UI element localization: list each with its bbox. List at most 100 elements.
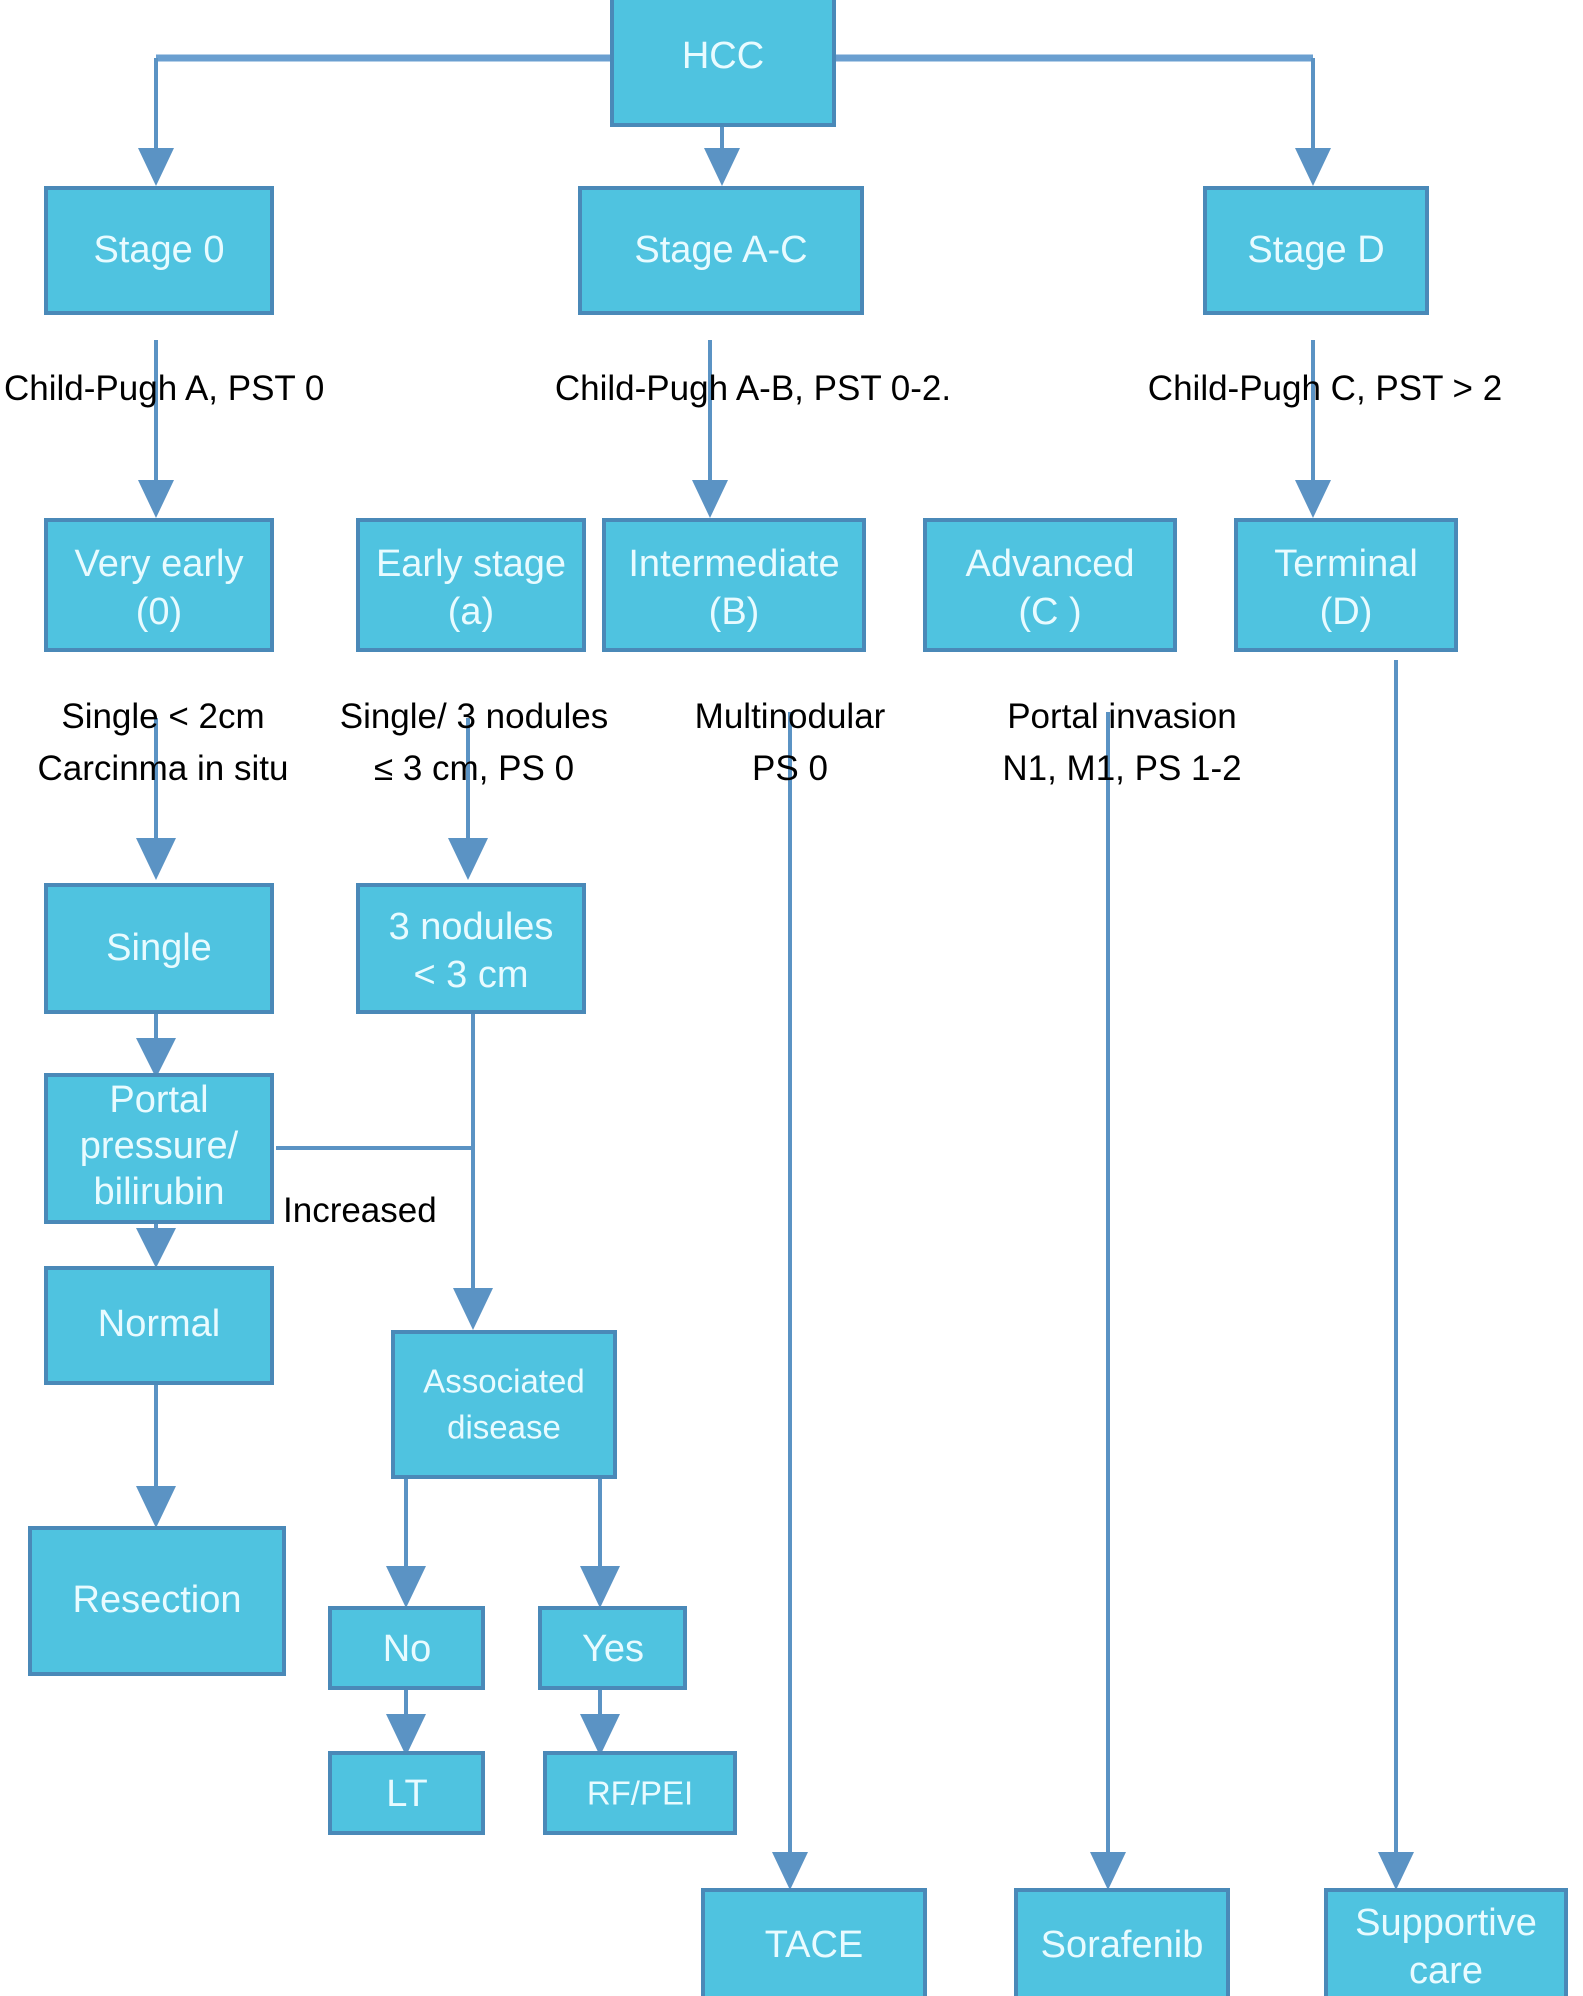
node-single-label: Single [106,927,212,969]
arrowhead-nodules [448,838,488,880]
node-associated-disease[interactable]: Associated disease [391,1330,617,1479]
node-supportive-care[interactable]: Supportive care [1324,1888,1568,1996]
node-associated-disease-rect[interactable] [391,1330,617,1479]
edge-label-increased: Increased [283,1191,437,1230]
node-early-stage-label-line2: (a) [448,591,494,633]
note-child-pugh-c: Child-Pugh C, PST > 2 [1148,369,1502,408]
node-portal-label-line3: bilirubin [94,1171,225,1213]
node-portal-label-line2: pressure/ [80,1125,239,1167]
node-three-nodules-rect[interactable] [356,883,586,1014]
node-very-early[interactable]: Very early (0) [44,518,274,652]
node-intermediate[interactable]: Intermediate (B) [602,518,866,652]
node-advanced-label-line2: (C ) [1018,591,1081,633]
arrowhead-supportive [1378,1852,1414,1890]
node-rf-pei[interactable]: RF/PEI [543,1751,737,1835]
arrowhead-assoc [453,1288,493,1330]
node-sorafenib-rect[interactable] [1014,1888,1230,1996]
node-associated-disease-label-line1: Associated [423,1363,584,1400]
node-advanced-rect[interactable] [923,518,1177,652]
note-child-pugh-ab: Child-Pugh A-B, PST 0-2. [555,369,951,408]
node-normal-rect[interactable] [44,1266,274,1385]
arrowhead-sorafenib [1090,1852,1126,1890]
node-terminal-label-line2: (D) [1320,591,1373,633]
note-carcinoma-in-situ: Carcinma in situ [38,749,289,788]
note-single-3-nodules: Single/ 3 nodules [340,697,609,736]
arrowhead-stageac [704,148,740,186]
node-terminal-label-line1: Terminal [1274,543,1418,585]
node-rf-pei-rect[interactable] [543,1751,737,1835]
node-resection-rect[interactable] [28,1526,286,1676]
node-tace-label: TACE [765,1924,864,1966]
node-lt[interactable]: LT [328,1751,485,1835]
node-intermediate-rect[interactable] [602,518,866,652]
note-ps0: PS 0 [752,749,828,788]
node-very-early-rect[interactable] [44,518,274,652]
node-no-label: No [383,1628,432,1670]
node-tace-rect[interactable] [701,1888,927,1996]
arrowhead-rfpei [580,1714,620,1756]
node-early-stage-rect[interactable] [356,518,586,652]
note-multinodular: Multinodular [695,697,886,736]
node-supportive-care-label-line1: Supportive [1355,1902,1537,1944]
node-intermediate-label-line1: Intermediate [628,543,839,585]
node-three-nodules[interactable]: 3 nodules < 3 cm [356,883,586,1014]
node-stage-ac[interactable]: Stage A-C [578,186,864,315]
node-stage-ac-rect[interactable] [578,186,864,315]
note-portal-invasion: Portal invasion [1007,697,1237,736]
arrowhead-normal [136,1228,176,1268]
arrowhead-tace [772,1852,808,1890]
node-lt-rect[interactable] [328,1751,485,1835]
node-yes[interactable]: Yes [538,1606,687,1690]
node-portal-pressure-bilirubin[interactable]: Portal pressure/ bilirubin [44,1073,274,1224]
note-3cm-ps0: ≤ 3 cm, PS 0 [374,749,574,788]
note-n1-m1-ps1-2: N1, M1, PS 1-2 [1002,749,1241,788]
arrowhead-yes [580,1566,620,1608]
node-no[interactable]: No [328,1606,485,1690]
arrowhead-portal [136,1038,176,1078]
node-hcc[interactable]: HCC [610,0,836,127]
node-very-early-label-line2: (0) [136,591,182,633]
node-normal[interactable]: Normal [44,1266,274,1385]
arrowhead-no [386,1566,426,1608]
node-stage-0[interactable]: Stage 0 [44,186,274,315]
node-resection-label: Resection [73,1579,242,1621]
note-child-pugh-a: Child-Pugh A, PST 0 [4,369,324,408]
node-terminal-rect[interactable] [1234,518,1458,652]
node-stage-0-label: Stage 0 [94,229,225,271]
node-sorafenib[interactable]: Sorafenib [1014,1888,1230,1996]
node-yes-label: Yes [582,1628,644,1670]
node-hcc-rect[interactable] [610,0,836,127]
node-stage-0-rect[interactable] [44,186,274,315]
node-very-early-label-line1: Very early [75,543,244,585]
arrowhead-resection [136,1486,176,1528]
node-lt-label: LT [386,1773,428,1815]
node-portal-pressure-rect[interactable] [44,1073,274,1224]
node-early-stage-label-line1: Early stage [376,543,566,585]
node-stage-d[interactable]: Stage D [1203,186,1429,315]
node-intermediate-label-line2: (B) [709,591,760,633]
node-terminal[interactable]: Terminal (D) [1234,518,1458,652]
node-supportive-care-label-line2: care [1409,1950,1483,1992]
node-early-stage[interactable]: Early stage (a) [356,518,586,652]
node-portal-label-line1: Portal [109,1079,208,1121]
arrowhead-veryearly [138,480,174,518]
note-single-lt-2cm: Single < 2cm [61,697,264,736]
node-three-nodules-label-line2: < 3 cm [413,954,528,996]
arrowhead-lt [386,1714,426,1756]
edge-group [136,54,1414,1890]
node-supportive-care-rect[interactable] [1324,1888,1568,1996]
node-sorafenib-label: Sorafenib [1041,1924,1204,1966]
node-single[interactable]: Single [44,883,274,1014]
node-stage-d-label: Stage D [1247,229,1384,271]
node-single-rect[interactable] [44,883,274,1014]
node-resection[interactable]: Resection [28,1526,286,1676]
node-yes-rect[interactable] [538,1606,687,1690]
node-tace[interactable]: TACE [701,1888,927,1996]
node-stage-d-rect[interactable] [1203,186,1429,315]
arrowhead-staged [1295,148,1331,186]
node-no-rect[interactable] [328,1606,485,1690]
node-advanced[interactable]: Advanced (C ) [923,518,1177,652]
node-three-nodules-label-line1: 3 nodules [389,906,554,948]
